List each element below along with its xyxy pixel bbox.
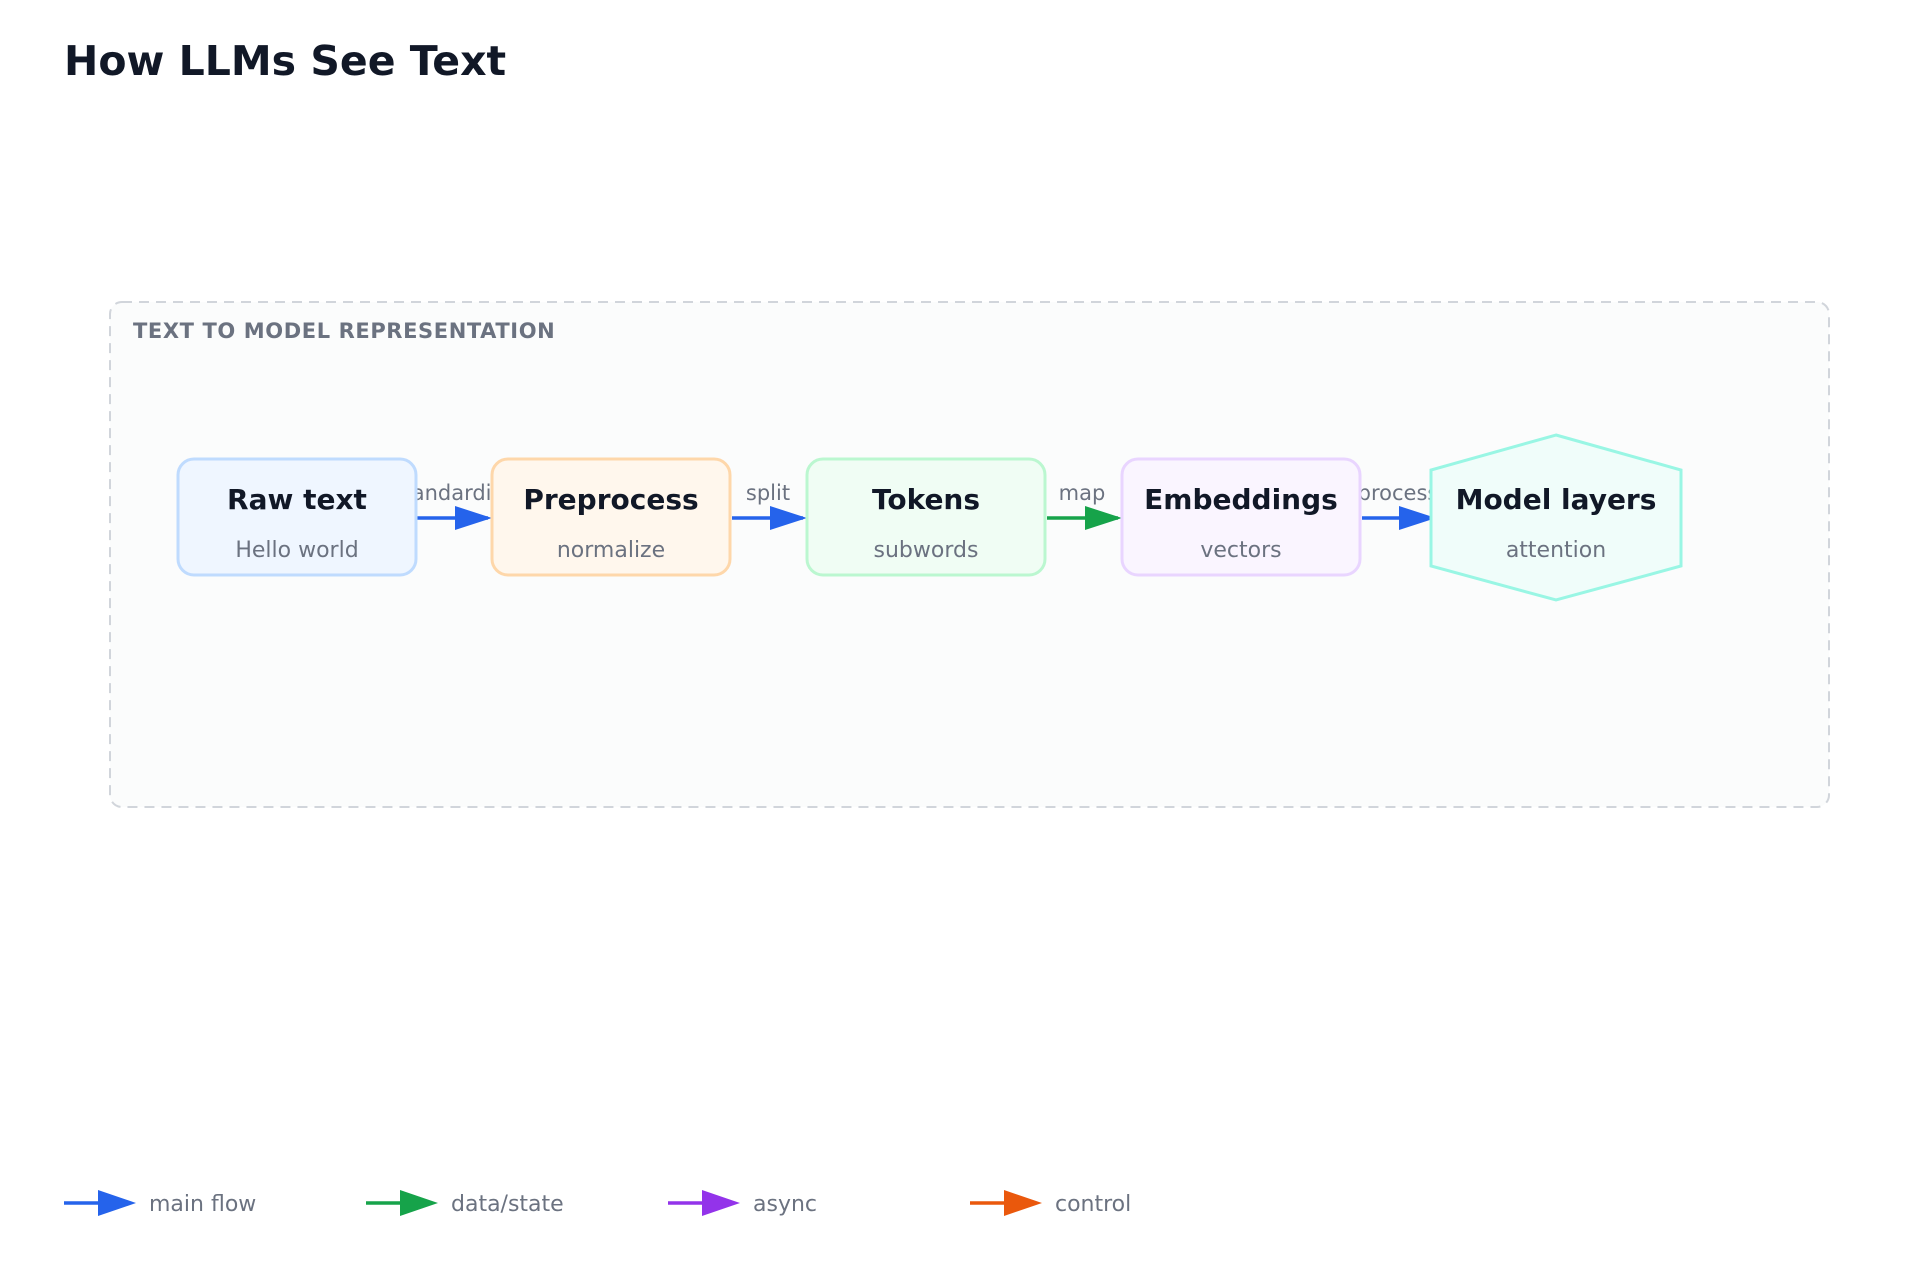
page-title: How LLMs See Text xyxy=(64,37,506,85)
legend-label: async xyxy=(753,1192,817,1217)
legend-label: control xyxy=(1055,1192,1131,1217)
arrowhead-icon xyxy=(1085,506,1122,530)
node-tokens[interactable]: Tokens subwords xyxy=(805,457,1047,577)
arrowhead-icon xyxy=(455,506,492,530)
node-hexagon xyxy=(1429,433,1683,602)
arrowhead-icon xyxy=(770,506,807,530)
node-box xyxy=(176,457,418,577)
arrowhead-icon xyxy=(400,1190,438,1216)
arrowhead-icon xyxy=(1399,506,1436,530)
edge-label: process xyxy=(1358,481,1439,505)
node-box xyxy=(490,457,732,577)
node-subtitle: attention xyxy=(1506,538,1606,563)
node-embeddings[interactable]: Embeddings vectors xyxy=(1120,457,1362,577)
legend-label: main flow xyxy=(149,1192,256,1217)
legend: main flow data/state async control xyxy=(64,1190,1131,1217)
legend-item-main-flow: main flow xyxy=(64,1190,256,1217)
edge-raw-text-to-preprocess: standardize xyxy=(393,481,516,530)
legend-item-data-state: data/state xyxy=(366,1190,564,1217)
node-box xyxy=(1120,457,1362,577)
node-title: Model layers xyxy=(1456,483,1657,516)
node-box xyxy=(805,457,1047,577)
node-subtitle: vectors xyxy=(1200,538,1281,563)
edge-label: split xyxy=(746,481,790,505)
edge-embeddings-to-model-layers: process xyxy=(1358,481,1439,530)
legend-label: data/state xyxy=(451,1192,564,1217)
node-title: Embeddings xyxy=(1144,483,1338,516)
arrowhead-icon xyxy=(1004,1190,1042,1216)
node-subtitle: normalize xyxy=(557,538,665,563)
node-subtitle: Hello world xyxy=(235,538,358,563)
arrowhead-icon xyxy=(98,1190,136,1216)
node-model-layers[interactable]: Model layers attention xyxy=(1429,433,1683,602)
edge-tokens-to-embeddings: map xyxy=(1047,481,1122,530)
node-title: Preprocess xyxy=(523,483,698,516)
node-raw-text[interactable]: Raw text Hello world xyxy=(176,457,418,577)
edge-preprocess-to-tokens: split xyxy=(732,481,807,530)
edge-label: standardize xyxy=(393,481,516,505)
legend-item-control: control xyxy=(970,1190,1131,1217)
edge-label: map xyxy=(1059,481,1106,505)
arrowhead-icon xyxy=(702,1190,740,1216)
legend-item-async: async xyxy=(668,1190,817,1217)
node-preprocess[interactable]: Preprocess normalize xyxy=(490,457,732,577)
node-subtitle: subwords xyxy=(874,538,979,563)
group-label: TEXT TO MODEL REPRESENTATION xyxy=(133,319,555,343)
node-title: Tokens xyxy=(872,483,980,516)
node-title: Raw text xyxy=(227,483,367,516)
